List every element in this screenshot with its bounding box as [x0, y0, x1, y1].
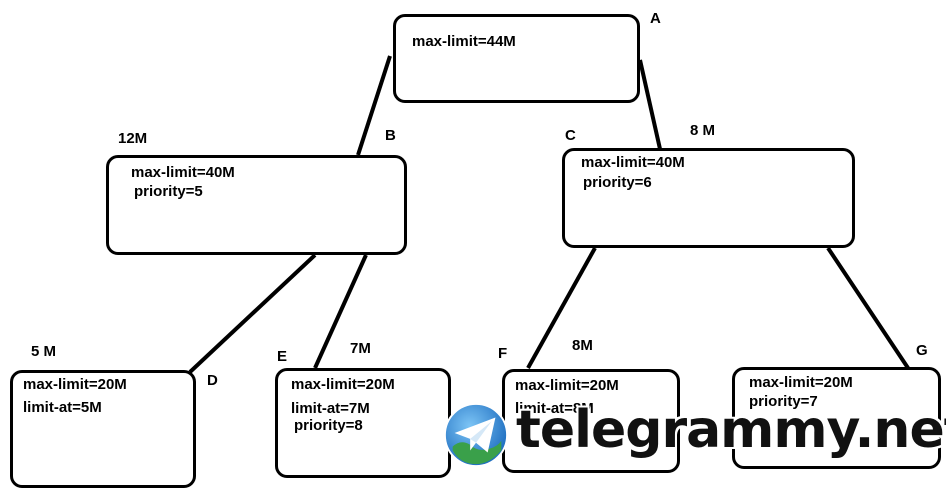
edge-c-g [826, 246, 910, 370]
node-e-line-3: priority=8 [294, 417, 363, 434]
node-c [562, 148, 855, 248]
node-d [10, 370, 196, 488]
node-c-label: C [565, 127, 576, 144]
node-g-line-2: priority=7 [749, 393, 818, 410]
edge-b-e [313, 254, 368, 369]
edge-c-f [526, 247, 597, 369]
node-e-line-1: max-limit=20M [291, 376, 395, 393]
node-g-label: G [916, 342, 928, 359]
node-b-line-1: max-limit=40M [131, 164, 235, 181]
node-g-line-1: max-limit=20M [749, 374, 853, 391]
node-e-rate: 7M [350, 340, 371, 357]
node-f-line-1: max-limit=20M [515, 377, 619, 394]
node-e-label: E [277, 348, 288, 365]
node-b-line-2: priority=5 [134, 183, 203, 200]
node-d-line-1: max-limit=20M [23, 376, 127, 393]
edge-b-d [188, 253, 317, 374]
node-c-rate: 8 M [690, 122, 716, 139]
node-f-rate: 8M [572, 337, 593, 354]
edge-a-b [356, 55, 392, 156]
node-d-rate: 5 M [31, 343, 57, 360]
node-b [106, 155, 407, 255]
node-d-line-2: limit-at=5M [23, 399, 102, 416]
node-c-line-1: max-limit=40M [581, 154, 685, 171]
node-e-line-2: limit-at=7M [291, 400, 370, 417]
node-c-line-2: priority=6 [583, 174, 652, 191]
node-d-label: D [207, 372, 218, 389]
node-f-line-2: limit-at=8M [515, 400, 594, 417]
node-b-rate: 12M [118, 130, 148, 147]
node-e [275, 368, 451, 478]
node-a [393, 14, 640, 103]
node-a-label: A [650, 10, 661, 27]
watermark-text: telegrammy.net [516, 400, 946, 460]
node-g [732, 367, 941, 469]
node-f [502, 369, 680, 473]
telegram-plane-icon [443, 402, 509, 468]
node-f-label: F [498, 345, 508, 362]
node-b-label: B [385, 127, 396, 144]
edge-a-c [638, 59, 662, 150]
node-a-line-1: max-limit=44M [412, 33, 516, 50]
